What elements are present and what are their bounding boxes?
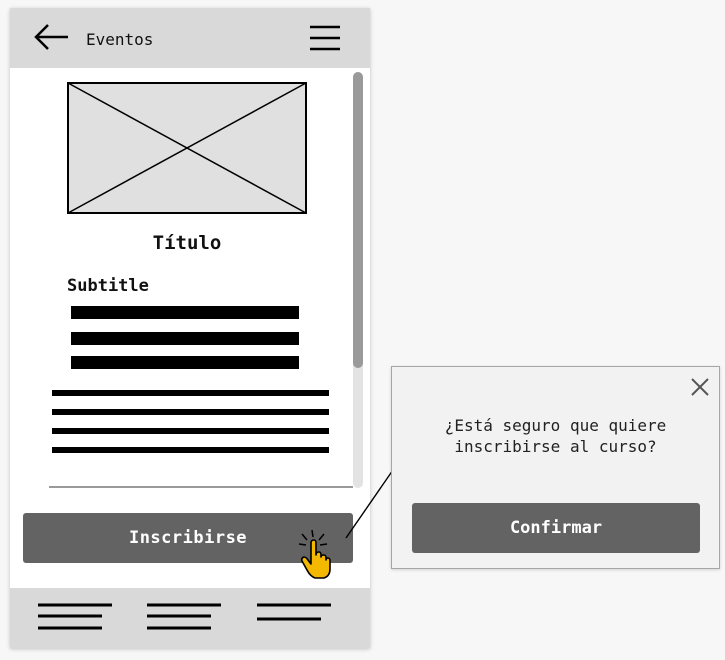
image-placeholder-icon [67,82,307,214]
event-title: Título [152,232,222,254]
confirmation-dialog: ¿Está seguro que quiere inscribirse al c… [391,366,720,569]
menu-lines-icon[interactable] [145,602,225,634]
text-placeholder-line [52,409,329,415]
pointer-hand-icon [298,529,331,579]
content-divider [49,486,353,488]
text-placeholder-line [71,332,299,345]
event-subtitle: Subtitle [67,276,149,296]
enroll-button[interactable]: Inscribirse [23,513,353,563]
mobile-screen: Eventos Título Subtitle Inscribirse [10,8,370,648]
text-placeholder-line [71,356,299,369]
text-placeholder-line [52,390,329,396]
menu-lines-icon[interactable] [36,602,116,634]
confirm-button[interactable]: Confirmar [412,503,700,553]
dialog-message-line: ¿Está seguro que quiere [444,416,667,435]
arrow-left-icon[interactable] [32,22,70,52]
hamburger-menu-icon[interactable] [308,24,342,52]
text-placeholder-line [71,306,299,319]
text-placeholder-line [52,428,329,434]
bottom-navigation [10,588,370,648]
text-placeholder-line [52,447,329,453]
dialog-message: ¿Está seguro que quiere inscribirse al c… [392,415,719,457]
dialog-message-line: inscribirse al curso? [454,437,657,456]
top-app-bar: Eventos [10,8,370,68]
page-title: Eventos [86,30,154,49]
scrollbar-thumb[interactable] [353,72,363,368]
menu-lines-icon[interactable] [255,602,335,634]
close-icon[interactable] [690,377,710,397]
